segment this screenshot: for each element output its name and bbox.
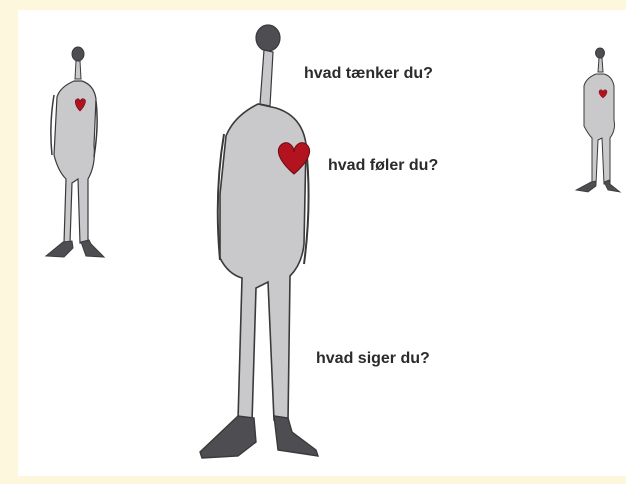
question-think: hvad tænker du? xyxy=(304,65,433,83)
person-figure-left xyxy=(44,45,114,261)
question-say: hvad siger du? xyxy=(316,350,430,368)
question-feel: hvad føler du? xyxy=(328,157,438,175)
person-figure-center xyxy=(198,24,348,466)
illustration-panel: hvad tænker du? hvad føler du? hvad sige… xyxy=(18,10,626,476)
person-figure-right xyxy=(574,46,624,196)
